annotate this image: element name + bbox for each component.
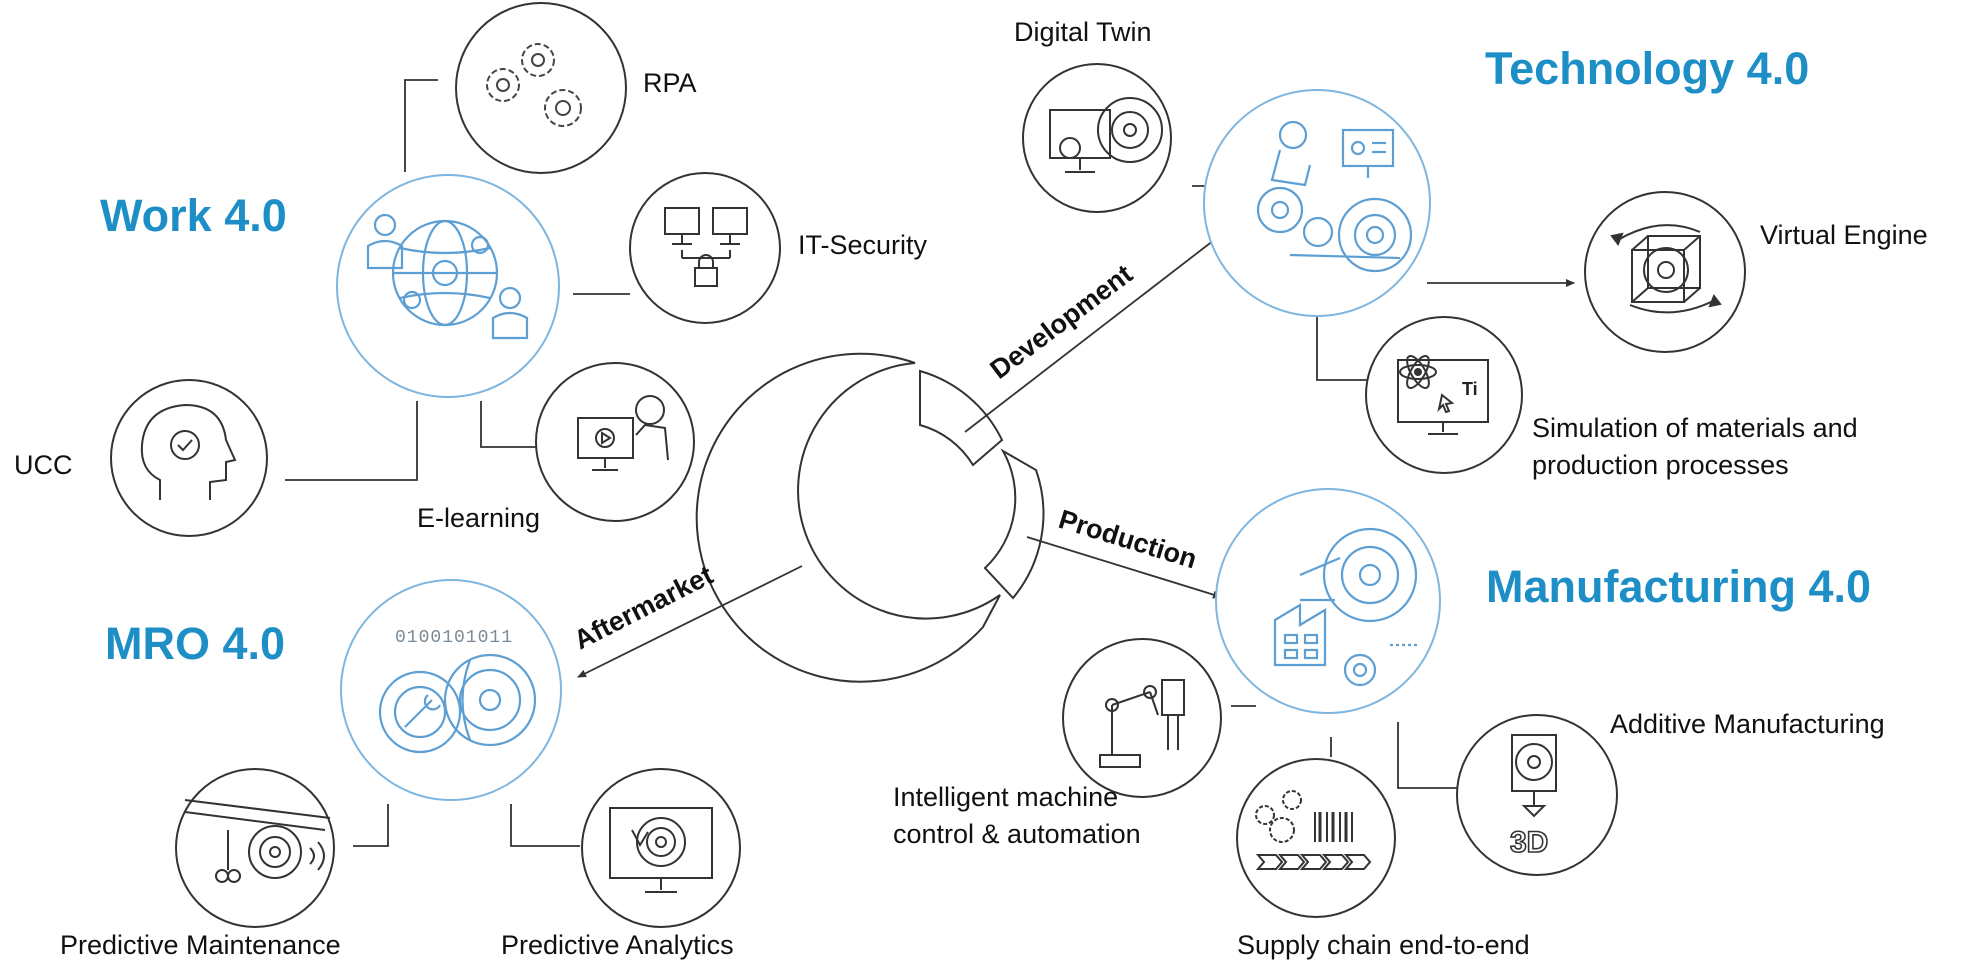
predictive-maintenance-label: Predictive Maintenance xyxy=(60,930,341,960)
predictive-analytics-icon xyxy=(581,768,741,928)
central-cycle-icon xyxy=(695,352,1045,683)
additive-manufacturing-label: Additive Manufacturing xyxy=(1610,709,1885,739)
connector-lines xyxy=(285,79,1575,847)
predictive-analytics-label: Predictive Analytics xyxy=(501,930,734,960)
additive-manufacturing-icon: 3D xyxy=(1456,714,1618,876)
supply-chain-label: Supply chain end-to-end xyxy=(1237,930,1530,960)
virtual-engine-icon xyxy=(1584,191,1746,353)
mro-4-title: MRO 4.0 xyxy=(105,618,286,669)
rpa-gears-icon xyxy=(455,2,627,174)
simulation-icon: Ti xyxy=(1365,316,1523,474)
simulation-label: Simulation of materials and production p… xyxy=(1532,413,1858,481)
3d-print-text: 3D xyxy=(1510,826,1548,859)
ucc-label: UCC xyxy=(14,450,73,480)
digital-twin-icon xyxy=(1022,63,1172,213)
ucc-head-icon xyxy=(110,379,268,537)
virtual-engine-label: Virtual Engine xyxy=(1760,220,1928,250)
e-learning-icon xyxy=(535,362,695,522)
rpa-label: RPA xyxy=(643,68,697,98)
work-hub-icon xyxy=(336,174,560,398)
production-label: Production xyxy=(1055,504,1200,574)
it-security-label: IT-Security xyxy=(798,230,928,260)
supply-chain-icon xyxy=(1236,758,1396,918)
phase-arrows xyxy=(577,236,1222,678)
titanium-symbol-text: Ti xyxy=(1462,379,1478,399)
e-learning-label: E-learning xyxy=(417,503,541,533)
manufacturing-4-title: Manufacturing 4.0 xyxy=(1486,561,1872,612)
digital-twin-label: Digital Twin xyxy=(1014,17,1152,47)
work-4-title: Work 4.0 xyxy=(100,190,287,241)
manufacturing-hub-icon xyxy=(1215,488,1441,714)
mro-hub-icon: 0100101011 xyxy=(340,579,562,801)
binary-code-text: 0100101011 xyxy=(395,628,513,648)
it-security-icon xyxy=(629,172,781,324)
intelligent-machine-label: Intelligent machine control & automation xyxy=(893,782,1141,850)
aftermarket-label: Aftermarket xyxy=(569,560,718,656)
technology-4-title: Technology 4.0 xyxy=(1485,43,1810,94)
robot-arm-icon xyxy=(1062,638,1222,798)
predictive-maintenance-icon xyxy=(175,768,335,928)
technology-hub-icon xyxy=(1203,89,1431,317)
development-label: Development xyxy=(985,259,1138,385)
